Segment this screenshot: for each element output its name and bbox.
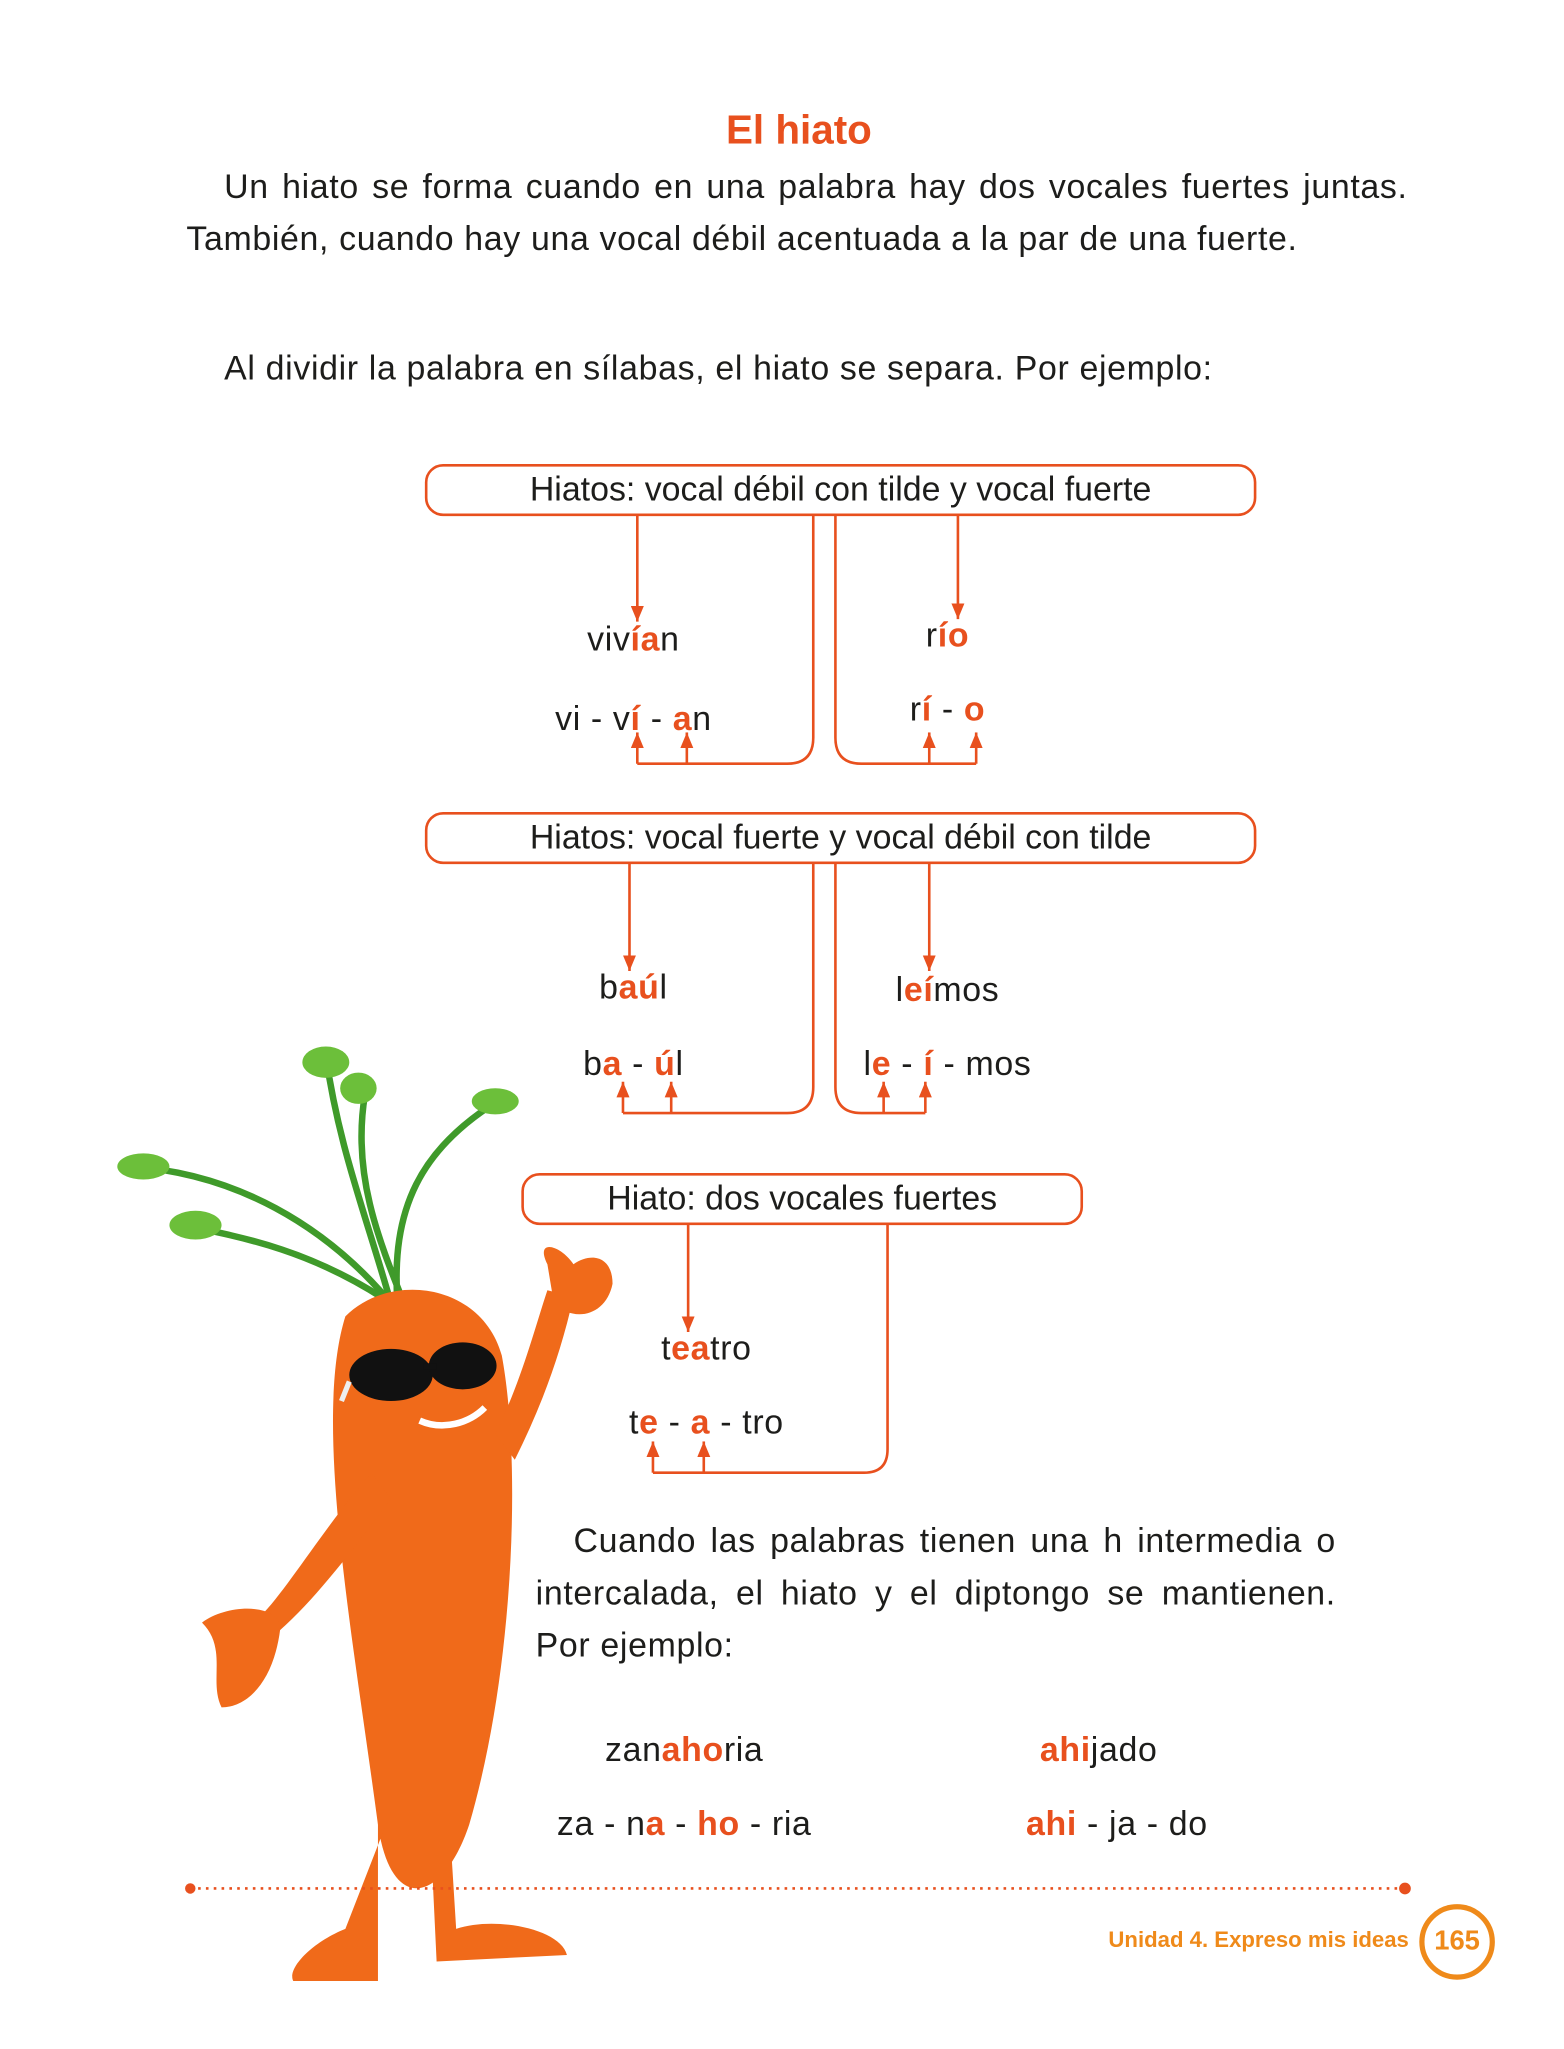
word-segment: za - n	[556, 1803, 646, 1843]
unit-title: Unidad 4. Expreso mis ideas	[1108, 1927, 1409, 1953]
word-segment: - mos	[933, 1043, 1032, 1084]
highlighted-vowels: ú	[654, 1043, 676, 1084]
highlighted-vowels: ía	[630, 619, 661, 659]
highlighted-vowels: aho	[661, 1729, 724, 1769]
highlighted-vowels: a	[645, 1803, 666, 1843]
footer-divider	[185, 1882, 1411, 1895]
example-syllables: rí - o	[910, 689, 985, 729]
intro-paragraph-text: Un hiato se forma cuando en una palabra …	[186, 166, 1408, 259]
word-segment: -	[665, 1803, 698, 1843]
word-segment: viv	[587, 619, 631, 659]
highlighted-vowels: a	[690, 1402, 711, 1442]
word-segment: vi - v	[555, 698, 631, 738]
h-rule-paragraph: Cuando las palabras tienen una h interme…	[536, 1514, 1336, 1670]
highlighted-vowels: ío	[937, 615, 970, 655]
word-segment: n	[660, 619, 680, 659]
word-segment: l	[659, 967, 668, 1007]
h-rule-text: Cuando las palabras tienen una h interme…	[535, 1520, 1336, 1665]
word-segment: l	[863, 1043, 872, 1084]
highlighted-vowels: e	[639, 1402, 659, 1442]
highlighted-vowels: aú	[618, 967, 660, 1007]
carrot-body	[202, 1247, 613, 1982]
highlighted-vowels: ea	[671, 1328, 711, 1368]
example-word: vivían	[587, 619, 679, 659]
highlighted-vowels: eí	[903, 969, 934, 1009]
word-segment: tro	[710, 1328, 752, 1368]
highlighted-vowels: ahi	[1039, 1729, 1091, 1769]
example-syllables: za - na - ho - ria	[557, 1804, 812, 1844]
word-segment: ria	[723, 1729, 764, 1769]
highlighted-vowels: o	[963, 689, 986, 729]
word-segment: n	[692, 698, 712, 738]
word-segment: - ria	[739, 1803, 812, 1843]
carrot-smile	[418, 1405, 488, 1429]
word-segment: -	[891, 1043, 924, 1084]
word-segment: jado	[1090, 1729, 1158, 1769]
example-syllables: ba - úl	[583, 1044, 684, 1084]
word-segment: mos	[933, 969, 1000, 1009]
word-segment: -	[640, 698, 673, 738]
example-word: zanahoria	[605, 1729, 763, 1769]
hiato-group-3-label: Hiato: dos vocales fuertes	[521, 1172, 1084, 1226]
example-word: río	[926, 615, 969, 655]
word-segment: -	[622, 1043, 655, 1084]
example-lead-paragraph: Al dividir la palabra en sílabas, el hia…	[186, 341, 1407, 393]
word-segment: b	[583, 1043, 603, 1084]
word-segment: r	[925, 615, 938, 655]
word-segment: t	[661, 1328, 672, 1368]
word-segment: t	[629, 1402, 640, 1442]
word-segment: - ja - do	[1076, 1803, 1208, 1843]
example-word: teatro	[661, 1328, 752, 1368]
connector-line	[834, 514, 977, 766]
hiato-group-2-label: Hiatos: vocal fuerte y vocal débil con t…	[424, 811, 1257, 865]
highlighted-vowels: í	[630, 698, 641, 738]
page-number: 165	[1419, 1904, 1495, 1980]
highlighted-vowels: í	[923, 1043, 934, 1084]
word-segment: b	[599, 967, 619, 1007]
highlighted-vowels: ho	[697, 1803, 740, 1843]
word-segment: l	[675, 1043, 684, 1084]
example-word: baúl	[599, 967, 668, 1007]
word-segment: -	[931, 689, 964, 729]
connector-line	[637, 514, 815, 766]
example-syllables: te - a - tro	[629, 1402, 784, 1442]
example-syllables: le - í - mos	[864, 1044, 1032, 1084]
page-title: El hiato	[725, 106, 872, 153]
highlighted-vowels: a	[672, 698, 693, 738]
example-syllables: ahi - ja - do	[1026, 1804, 1208, 1844]
hiato-group-1-label: Hiatos: vocal débil con tilde y vocal fu…	[424, 463, 1257, 517]
highlighted-vowels: í	[921, 689, 932, 729]
word-segment: r	[909, 689, 922, 729]
example-syllables: vi - ví - an	[555, 699, 712, 739]
highlighted-vowels: ahi	[1026, 1803, 1077, 1843]
example-lead-text: Al dividir la palabra en sílabas, el hia…	[224, 347, 1213, 388]
highlighted-vowels: a	[602, 1043, 623, 1084]
intro-paragraph: Un hiato se forma cuando en una palabra …	[186, 160, 1407, 264]
word-segment: zan	[605, 1729, 662, 1769]
word-segment: - tro	[710, 1402, 784, 1442]
leaf-tufts	[117, 1046, 519, 1240]
highlighted-vowels: e	[871, 1043, 892, 1084]
example-word: ahijado	[1040, 1729, 1158, 1769]
word-segment: -	[658, 1402, 691, 1442]
example-word: leímos	[896, 970, 1000, 1010]
word-segment: l	[895, 969, 904, 1009]
sunglasses-icon	[339, 1342, 497, 1403]
